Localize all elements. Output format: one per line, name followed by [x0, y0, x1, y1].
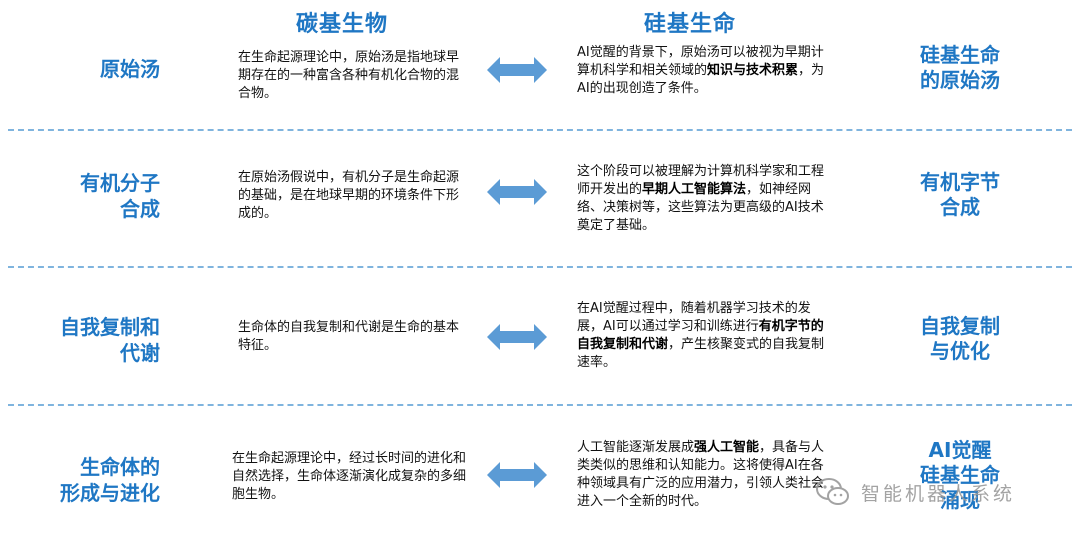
right-desc-segment: ，如神经网络、决策树等，这些算法为更高级的AI技术奠定了基础。: [577, 182, 824, 233]
double-arrow-icon: [487, 179, 547, 205]
right-label-line: 自我复制: [920, 314, 1000, 338]
right-label-line: 硅基生命: [920, 463, 1000, 487]
left-label-line: 自我复制和: [60, 315, 160, 339]
right-label-line: 与优化: [930, 339, 990, 363]
right-label-line: 合成: [940, 195, 980, 219]
left-label: 自我复制和 代谢: [20, 314, 160, 366]
right-desc-highlight: 早期人工智能算法: [642, 182, 747, 197]
watermark: 智能机器人系统: [815, 474, 1015, 510]
right-desc-segment: 这个阶段可以被理解为计算机科学家和工程师开发出的: [577, 164, 825, 197]
right-label: AI觉醒 硅基生命 涌现: [900, 438, 1020, 513]
right-desc-highlight: 知识与技术积累: [707, 63, 799, 78]
left-label-line: 合成: [120, 197, 160, 221]
right-label-line: 的原始汤: [920, 68, 1000, 92]
right-description: 在AI觉醒过程中，随着机器学习技术的发展，AI可以通过学习和训练进行有机字节的自…: [577, 300, 827, 372]
left-label-line: 原始汤: [100, 57, 160, 81]
left-label-line: 形成与进化: [60, 481, 160, 505]
right-label: 自我复制 与优化: [905, 314, 1015, 364]
left-label: 原始汤: [20, 56, 160, 82]
right-label-line: AI觉醒: [928, 438, 992, 462]
row-divider: [8, 404, 1072, 406]
left-description: 在生命起源理论中，原始汤是指地球早期存在的一种富含各种有机化合物的混合物。: [238, 50, 460, 101]
left-label: 生命体的 形成与进化: [20, 454, 160, 506]
left-label-line: 代谢: [120, 341, 160, 365]
right-desc-highlight: 有机字节的自我复制和代谢: [577, 319, 824, 352]
header-silicon-life: 硅基生命: [643, 12, 736, 37]
right-description: 人工智能逐渐发展成强人工智能，具备与人类类似的思维和认知能力。这将使得AI在各种…: [577, 439, 827, 511]
left-description: 在原始汤假说中，有机分子是生命起源的基础，是在地球早期的环境条件下形成的。: [238, 170, 460, 221]
right-label-line: 硅基生命: [920, 43, 1000, 67]
double-arrow-icon: [487, 324, 547, 350]
double-arrow-icon: [487, 57, 547, 83]
left-label: 有机分子 合成: [20, 170, 160, 222]
row-divider: [8, 129, 1072, 131]
right-desc-segment: 人工智能逐渐发展成: [577, 440, 695, 455]
watermark-text: 智能机器人系统: [861, 482, 1016, 505]
double-arrow-icon: [487, 462, 547, 488]
left-label-line: 有机分子: [80, 171, 160, 195]
right-desc-segment: AI觉醒的背景下，原始汤可以被视为早期计算机科学和相关领域的: [577, 45, 824, 78]
right-label: 有机字节 合成: [905, 170, 1015, 220]
right-desc-segment: ，具备与人类类似的思维和认知能力。这将使得AI在各种领域具有广泛的应用潜力，引领…: [577, 440, 825, 509]
right-desc-highlight: 强人工智能: [694, 440, 760, 455]
right-label-line: 涌现: [940, 488, 980, 512]
row-divider: [8, 266, 1072, 268]
wechat-icon: [816, 478, 849, 505]
header-carbon-life: 碳基生物: [295, 12, 388, 37]
right-description: 这个阶段可以被理解为计算机科学家和工程师开发出的早期人工智能算法，如神经网络、决…: [577, 163, 827, 235]
left-label-line: 生命体的: [80, 455, 160, 479]
right-label: 硅基生命 的原始汤: [905, 43, 1015, 93]
left-description: 在生命起源理论中，经过长时间的进化和自然选择，生命体逐渐演化成复杂的多细胞生物。: [232, 451, 467, 502]
left-description: 生命体的自我复制和代谢是生命的基本特征。: [238, 320, 460, 353]
right-description: AI觉醒的背景下，原始汤可以被视为早期计算机科学和相关领域的知识与技术积累，为A…: [577, 44, 827, 98]
right-desc-segment: ，产生核聚变式的自我复制速率。: [577, 337, 825, 370]
right-desc-segment: 在AI觉醒过程中，随着机器学习技术的发展，AI可以通过学习和训练进行: [577, 301, 811, 334]
right-desc-segment: ，为AI的出现创造了条件。: [577, 63, 825, 96]
right-label-line: 有机字节: [920, 170, 1000, 194]
